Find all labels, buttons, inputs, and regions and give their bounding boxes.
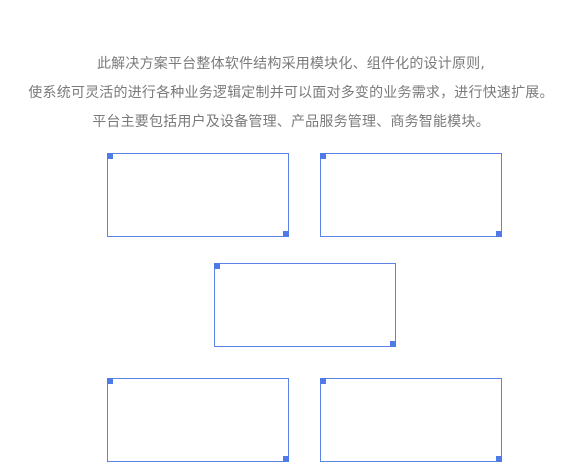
module-box-3[interactable] (214, 263, 396, 347)
module-box-4[interactable] (107, 378, 289, 462)
corner-marker-icon (496, 231, 502, 237)
module-box-5[interactable] (320, 378, 502, 462)
module-box-1[interactable] (107, 153, 289, 237)
intro-line-3: 平台主要包括用户及设备管理、产品服务管理、商务智能模块。 (92, 114, 490, 130)
corner-marker-icon (107, 153, 113, 159)
intro-text: 此解决方案平台整体软件结构采用模块化、组件化的设计原则, 使系统可灵活的进行各种… (0, 50, 582, 137)
corner-marker-icon (283, 231, 289, 237)
corner-marker-icon (320, 378, 326, 384)
corner-marker-icon (496, 456, 502, 462)
corner-marker-icon (107, 378, 113, 384)
intro-line-2: 使系统可灵活的进行各种业务逻辑定制并可以面对多变的业务需求，进行快速扩展。 (28, 85, 554, 101)
intro-line-1: 此解决方案平台整体软件结构采用模块化、组件化的设计原则, (96, 56, 486, 72)
corner-marker-icon (320, 153, 326, 159)
module-box-2[interactable] (320, 153, 502, 237)
corner-marker-icon (214, 263, 220, 269)
corner-marker-icon (390, 341, 396, 347)
corner-marker-icon (283, 456, 289, 462)
